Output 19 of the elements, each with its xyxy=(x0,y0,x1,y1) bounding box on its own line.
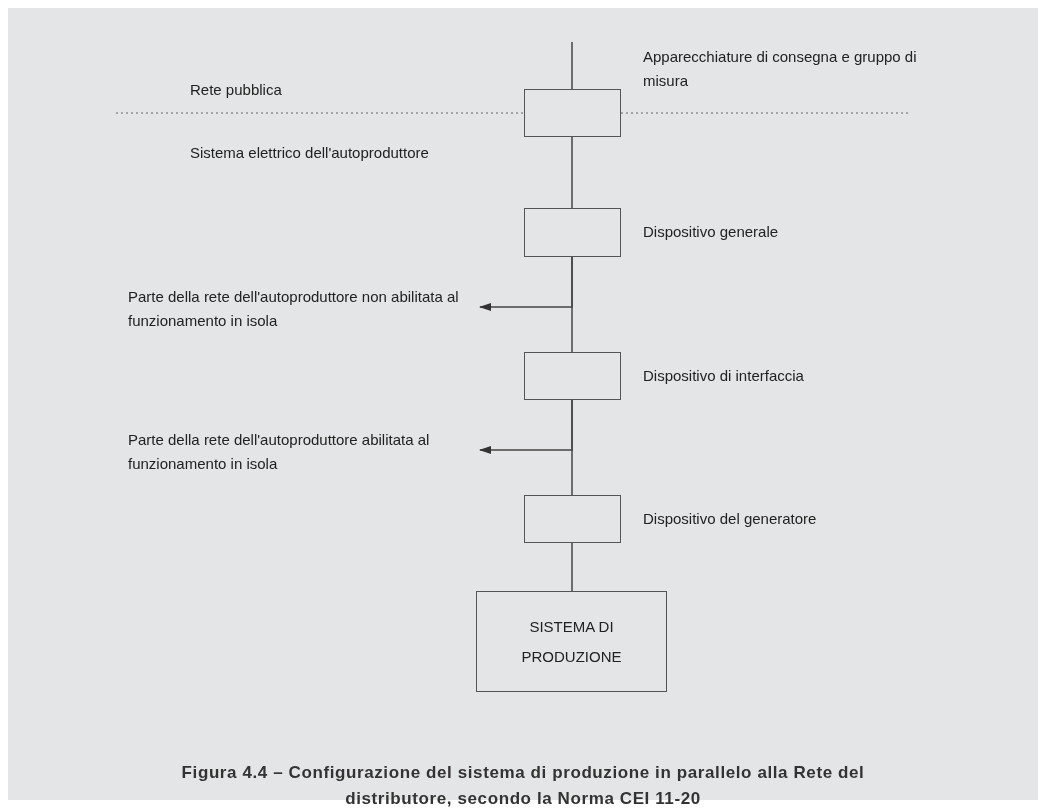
network-part-label: Parte della rete dell'autoproduttore abilitata al funzionamento in isola xyxy=(128,428,478,478)
zone-label: Sistema elettrico dell'autoproduttore xyxy=(190,143,429,163)
arrow xyxy=(479,399,573,454)
device-box xyxy=(524,208,621,257)
figure-caption: Figura 4.4 – Configurazione del sistema di produzione in parallelo alla Rete del distributore, secondo la Norma CEI 11-20 xyxy=(180,762,866,808)
connector-line xyxy=(571,41,573,90)
connector-line xyxy=(571,136,573,209)
device-box xyxy=(524,495,621,543)
device-label: Dispositivo generale xyxy=(643,222,780,242)
system-box: SISTEMA DI PRODUZIONE xyxy=(476,591,667,692)
arrow xyxy=(479,256,573,311)
device-box xyxy=(524,352,621,400)
connector-line xyxy=(571,542,573,592)
device-label: Dispositivo di interfaccia xyxy=(643,366,805,386)
device-box xyxy=(524,89,621,137)
network-part-label: Parte della rete dell'autoproduttore non abilitata al funzionamento in isola xyxy=(128,285,478,335)
device-label: Dispositivo del generatore xyxy=(643,509,818,529)
zone-label: Rete pubblica xyxy=(190,80,282,100)
device-label: Apparecchiature di consegna e gruppo di misura xyxy=(643,47,918,91)
